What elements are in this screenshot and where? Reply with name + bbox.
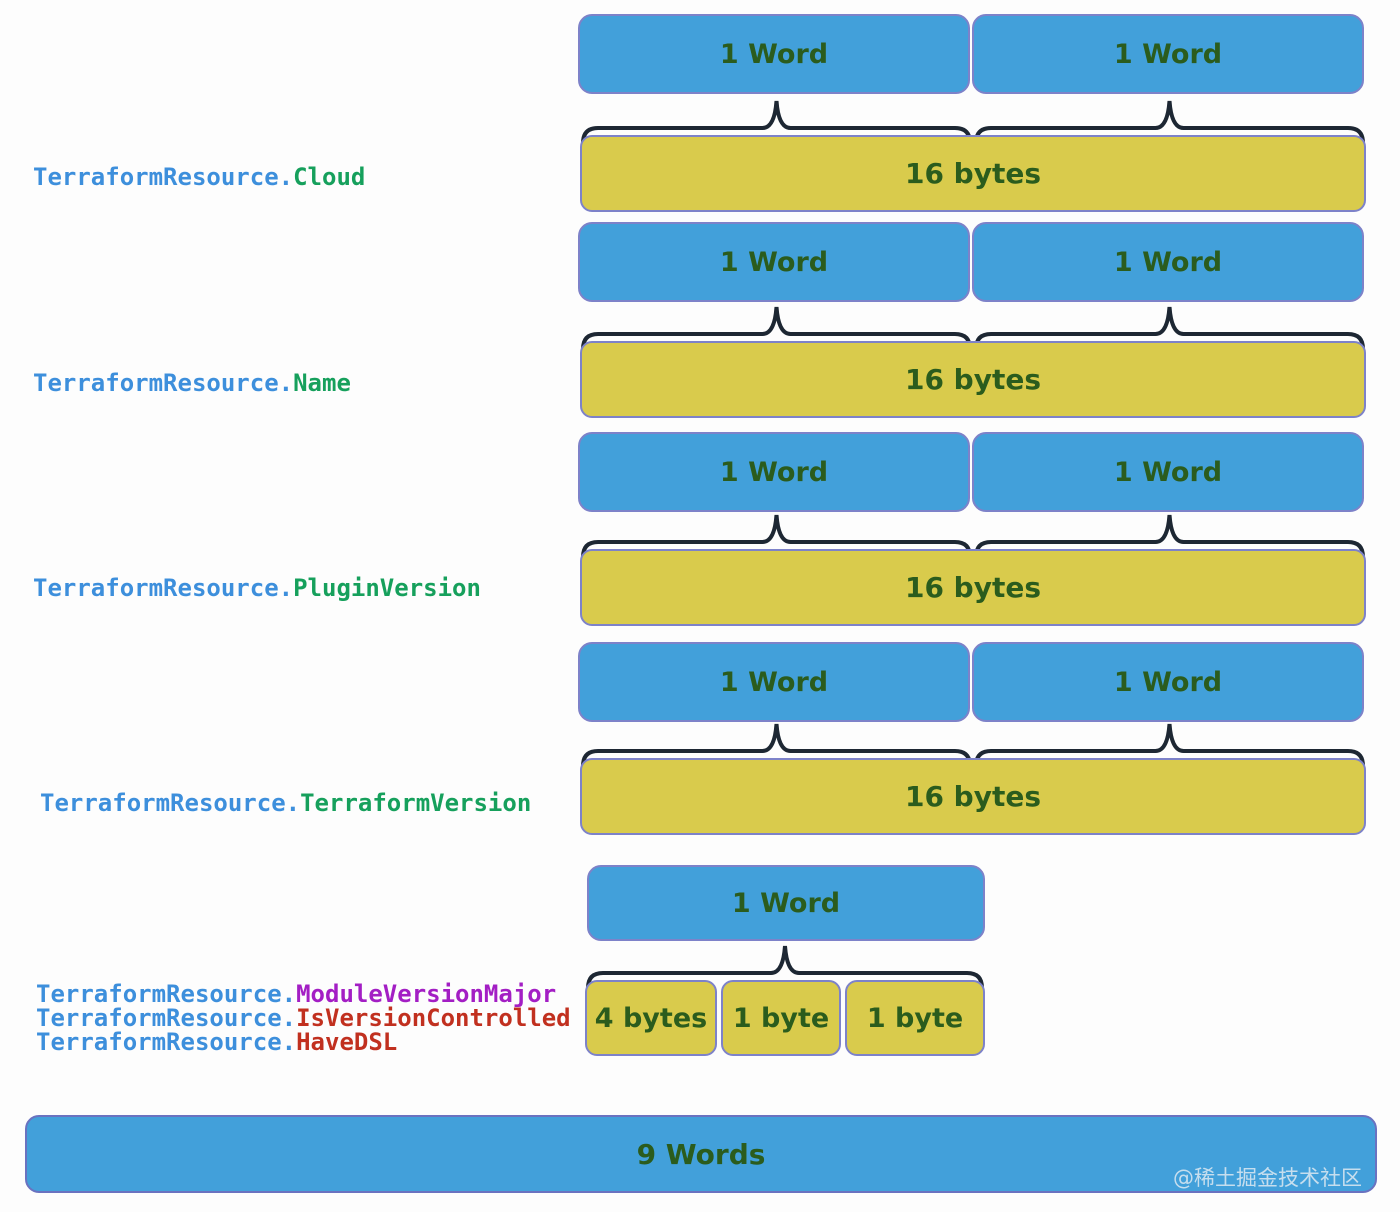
overbrace-icon bbox=[581, 100, 972, 145]
bytes-box: 16 bytes bbox=[580, 758, 1366, 835]
word-box: 1 Word bbox=[578, 222, 970, 302]
overbrace-icon bbox=[974, 306, 1365, 351]
field-label-terraformversion: TerraformResource.TerraformVersion bbox=[40, 788, 531, 818]
bytes-box-label: 1 byte bbox=[866, 1002, 964, 1034]
word-box-label: 1 Word bbox=[1113, 666, 1223, 698]
label-prefix: TerraformResource. bbox=[40, 789, 301, 817]
packed-bytes-row: 4 bytes 1 byte 1 byte bbox=[585, 980, 985, 1056]
bytes-box: 16 bytes bbox=[580, 549, 1366, 626]
label-prefix: TerraformResource. bbox=[36, 980, 297, 1008]
field-label-havedsl: TerraformResource.HaveDSL bbox=[36, 1030, 571, 1054]
word-box-label: 1 Word bbox=[1113, 456, 1223, 488]
label-name: IsVersionControlled bbox=[296, 1004, 571, 1032]
bytes-box-label: 1 byte bbox=[732, 1002, 830, 1034]
label-prefix: TerraformResource. bbox=[33, 163, 294, 191]
label-name: Cloud bbox=[293, 163, 366, 191]
label-name: TerraformVersion bbox=[300, 789, 532, 817]
word-box-label: 1 Word bbox=[719, 246, 829, 278]
brace-row bbox=[580, 303, 1366, 351]
label-name: Name bbox=[293, 369, 351, 397]
field-label-moduleversionmajor: TerraformResource.ModuleVersionMajor bbox=[36, 982, 571, 1006]
label-prefix: TerraformResource. bbox=[36, 1028, 297, 1056]
word-box: 1 Word bbox=[578, 14, 970, 94]
total-words-label: 9 Words bbox=[636, 1137, 766, 1171]
brace-row bbox=[585, 942, 985, 990]
word-box-label: 1 Word bbox=[719, 38, 829, 70]
label-name: PluginVersion bbox=[293, 574, 481, 602]
overbrace-icon bbox=[974, 723, 1365, 768]
word-box: 1 Word bbox=[972, 642, 1364, 722]
word-box-label: 1 Word bbox=[719, 666, 829, 698]
word-box: 1 Word bbox=[972, 222, 1364, 302]
label-name: HaveDSL bbox=[296, 1028, 398, 1056]
word-row-cloud: 1 Word 1 Word bbox=[578, 14, 1364, 94]
bytes-box-label: 16 bytes bbox=[904, 363, 1042, 396]
bytes-box: 4 bytes bbox=[585, 980, 717, 1056]
label-name: ModuleVersionMajor bbox=[296, 980, 557, 1008]
word-box: 1 Word bbox=[587, 865, 985, 941]
overbrace-icon bbox=[581, 306, 972, 351]
brace-row bbox=[580, 97, 1366, 145]
field-label-cloud: TerraformResource.Cloud bbox=[33, 162, 365, 192]
label-prefix: TerraformResource. bbox=[36, 1004, 297, 1032]
word-box-label: 1 Word bbox=[1113, 38, 1223, 70]
bytes-box-label: 4 bytes bbox=[594, 1002, 708, 1034]
label-prefix: TerraformResource. bbox=[33, 574, 294, 602]
overbrace-icon bbox=[974, 514, 1365, 559]
packed-field-labels: TerraformResource.ModuleVersionMajor Ter… bbox=[36, 982, 571, 1054]
overbrace-icon bbox=[586, 945, 984, 990]
word-box: 1 Word bbox=[578, 642, 970, 722]
word-row-pluginversion: 1 Word 1 Word bbox=[578, 432, 1364, 512]
overbrace-icon bbox=[581, 723, 972, 768]
overbrace-icon bbox=[581, 514, 972, 559]
word-box: 1 Word bbox=[972, 432, 1364, 512]
field-label-pluginversion: TerraformResource.PluginVersion bbox=[33, 573, 481, 603]
total-words-bar: 9 Words bbox=[25, 1115, 1377, 1193]
bytes-box: 16 bytes bbox=[580, 135, 1366, 212]
word-row-name: 1 Word 1 Word bbox=[578, 222, 1364, 302]
brace-row bbox=[580, 720, 1366, 768]
bytes-box: 16 bytes bbox=[580, 341, 1366, 418]
brace-row bbox=[580, 511, 1366, 559]
watermark-text: @稀土掘金技术社区 bbox=[1173, 1166, 1362, 1190]
field-label-name: TerraformResource.Name bbox=[33, 368, 351, 398]
word-box-label: 1 Word bbox=[719, 456, 829, 488]
word-box-label: 1 Word bbox=[731, 887, 841, 919]
word-box: 1 Word bbox=[972, 14, 1364, 94]
bytes-box-label: 16 bytes bbox=[904, 571, 1042, 604]
field-label-isversioncontrolled: TerraformResource.IsVersionControlled bbox=[36, 1006, 571, 1030]
overbrace-icon bbox=[974, 100, 1365, 145]
bytes-box: 1 byte bbox=[845, 980, 985, 1056]
word-box-label: 1 Word bbox=[1113, 246, 1223, 278]
label-prefix: TerraformResource. bbox=[33, 369, 294, 397]
word-row-terraformversion: 1 Word 1 Word bbox=[578, 642, 1364, 722]
bytes-box-label: 16 bytes bbox=[904, 780, 1042, 813]
word-box: 1 Word bbox=[578, 432, 970, 512]
bytes-box-label: 16 bytes bbox=[904, 157, 1042, 190]
bytes-box: 1 byte bbox=[721, 980, 841, 1056]
